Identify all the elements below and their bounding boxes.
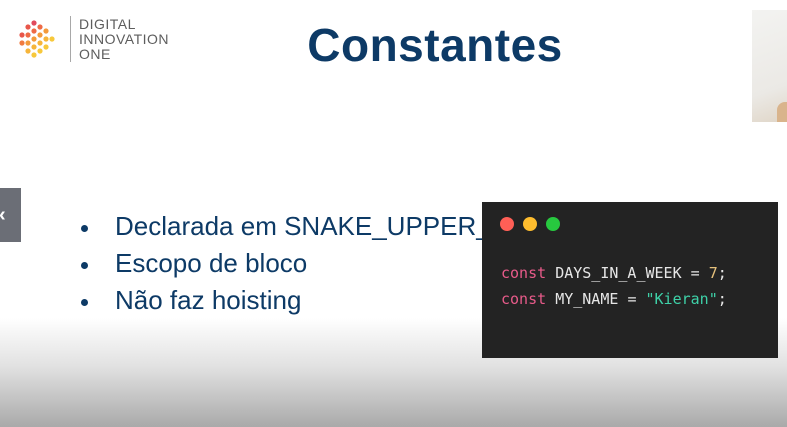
logo-wordmark: DIGITAL INNOVATION ONE [79,15,170,62]
logo-line-digital: DIGITAL [79,15,136,32]
code-semicolon: ; [717,264,727,282]
code-operator: = [627,290,637,308]
code-keyword: const [501,264,547,282]
code-identifier: DAYS_IN_A_WEEK [555,264,682,282]
slide-title: Constantes [307,19,563,71]
logo-line-one: ONE [79,45,111,62]
code-operator: = [690,264,700,282]
dio-logo-icon [19,20,55,58]
minimize-dot-icon [523,217,537,231]
code-number: 7 [708,264,718,282]
code-semicolon: ; [717,290,727,308]
code-identifier: MY_NAME [555,290,619,308]
logo-line-innovation: INNOVATION [79,30,170,47]
webcam-overlay [752,10,787,122]
close-dot-icon [500,217,514,231]
code-string: "Kieran" [645,290,718,308]
code-window: const DAYS_IN_A_WEEK = 7;const MY_NAME =… [482,202,778,358]
chevron-left-icon: ‹ [0,204,6,227]
bullet-text: Não faz hoisting [115,285,302,315]
code-line: const DAYS_IN_A_WEEK = 7; [501,260,727,286]
logo-divider [70,16,71,62]
dio-logo: DIGITAL INNOVATION ONE [18,16,169,62]
code-keyword: const [501,290,547,308]
code-line: const MY_NAME = "Kieran"; [501,286,727,312]
bullet-text: Escopo de bloco [115,248,308,278]
webcam-presenter [777,102,787,122]
code-block: const DAYS_IN_A_WEEK = 7;const MY_NAME =… [501,260,727,312]
bullet-item: Não faz hoisting [78,282,562,319]
window-controls [500,217,560,231]
bullet-item: Escopo de bloco [78,245,562,282]
maximize-dot-icon [546,217,560,231]
sidebar-toggle-button[interactable]: ‹ [0,188,21,242]
